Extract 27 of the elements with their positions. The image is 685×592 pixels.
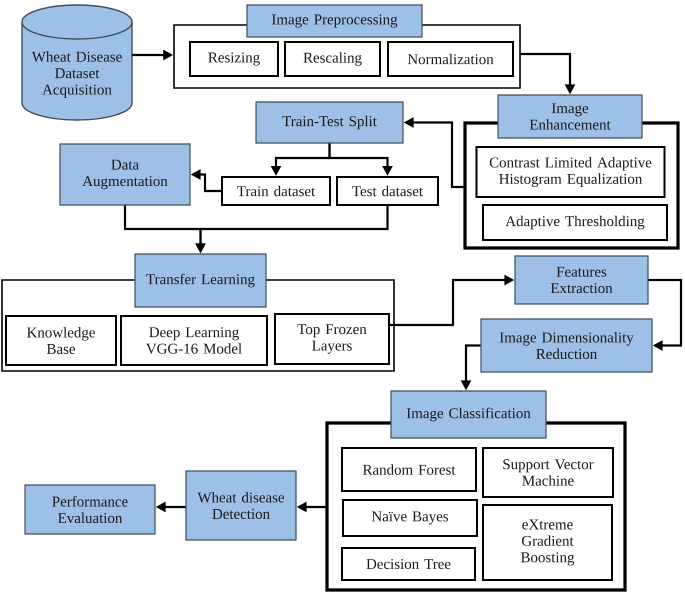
process-box: Image Dimensionality Reduction [480,318,653,373]
method-box: Test dataset [336,176,439,206]
process-box: Train-Test Split [255,101,404,144]
process-box: Image Enhancement [497,94,643,139]
process-box: Features Extraction [514,255,649,305]
database-cylinder: Wheat Disease Dataset Acquisition [21,4,133,121]
method-box: Adaptive Thresholding [482,204,668,241]
method-box: eXtreme Gradient Boosting [482,504,613,581]
method-box: Knowledge Base [5,315,117,366]
process-box: Transfer Learning [134,253,267,308]
process-box: Image Classification [390,390,547,439]
method-box: Train dataset [221,176,331,206]
method-box: Random Forest [341,447,477,492]
process-box: Wheat disease Detection [185,470,297,541]
process-box: Data Augmentation [59,143,191,206]
method-box: Rescaling [284,41,381,77]
method-box: Support Vector Machine [482,447,614,498]
arrow [648,278,682,351]
method-box: Contrast Limited Adaptive Histogram Equalization [476,146,666,198]
process-box: Performance Evaluation [24,484,156,535]
method-box: Normalization [387,41,514,77]
process-box: Image Preprocessing [246,4,423,38]
method-box: Naïve Bayes [342,499,478,537]
method-box: Decision Tree [341,547,476,581]
method-box: Resizing [189,41,279,77]
method-box: Top Frozen Layers [274,313,390,365]
method-box: Deep Learning VGG-16 Model [120,315,268,366]
